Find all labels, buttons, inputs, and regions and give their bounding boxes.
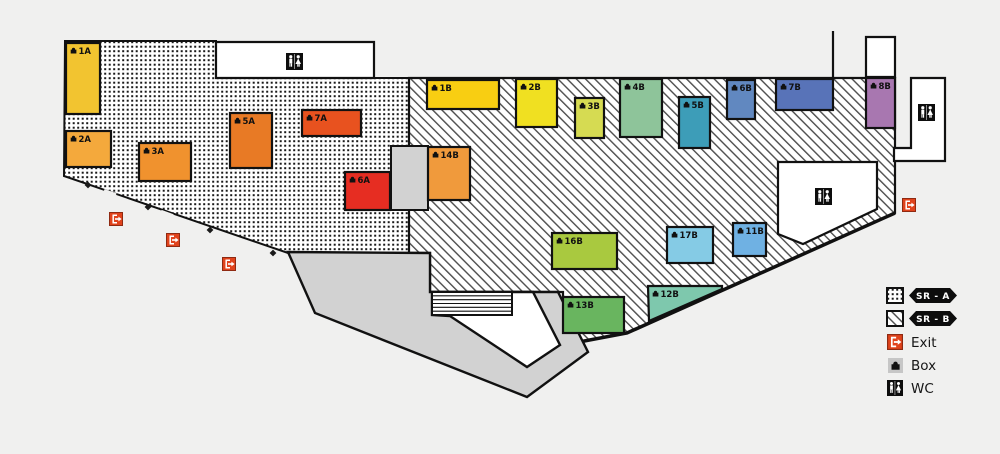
- box-7A[interactable]: 7A: [300, 108, 363, 138]
- box-label-3A: 3A: [152, 147, 165, 157]
- stairs: [431, 291, 513, 316]
- box-label-13B: 13B: [576, 301, 594, 311]
- box-label-14B: 14B: [441, 151, 459, 161]
- box-shape-5A[interactable]: [228, 111, 274, 170]
- door-dot: [269, 249, 277, 257]
- box-1B[interactable]: 1B: [425, 78, 501, 111]
- legend-sr-b-tag-label: SR - B: [916, 315, 950, 325]
- exit-left-3-icon: [222, 257, 236, 271]
- exit-left-2-icon: [166, 233, 180, 247]
- box-label-2A: 2A: [79, 135, 92, 145]
- box-11B[interactable]: 11B: [731, 221, 768, 258]
- box-label-3B: 3B: [588, 102, 600, 112]
- exit-left-1-icon: [109, 212, 123, 226]
- door-dot: [84, 181, 92, 189]
- box-2A[interactable]: 2A: [64, 129, 113, 169]
- box-shape-1B[interactable]: [425, 78, 501, 111]
- box-label-1B: 1B: [440, 84, 452, 94]
- box-shape-13B[interactable]: [561, 295, 626, 335]
- box-5A[interactable]: 5A: [228, 111, 274, 170]
- box-3B[interactable]: 3B: [573, 96, 606, 140]
- wc-icon: [815, 188, 832, 205]
- box-1A[interactable]: 1A: [64, 41, 102, 116]
- box-4B[interactable]: 4B: [618, 77, 664, 139]
- box-label-5B: 5B: [692, 101, 704, 111]
- pillar-block: [390, 145, 429, 211]
- box-8B[interactable]: 8B: [864, 76, 897, 130]
- legend-sr-b-swatch: [886, 310, 904, 327]
- box-label-12B: 12B: [661, 290, 679, 300]
- box-label-5A: 5A: [243, 117, 256, 127]
- box-12B[interactable]: 12B: [646, 284, 724, 323]
- legend-sr-a-tag: [909, 288, 957, 303]
- box-6B[interactable]: 6B: [725, 78, 757, 121]
- box-label-16B: 16B: [565, 237, 583, 247]
- box-label-2B: 2B: [529, 83, 541, 93]
- box-shape-12B[interactable]: [646, 284, 724, 323]
- wc-icon: [918, 104, 935, 121]
- box-16B[interactable]: 16B: [550, 231, 619, 271]
- box-6A[interactable]: 6A: [343, 170, 392, 212]
- box-label-11B: 11B: [746, 227, 764, 237]
- door-gap: [160, 209, 174, 218]
- box-label-1A: 1A: [79, 47, 92, 57]
- box-shape-16B[interactable]: [550, 231, 619, 271]
- legend-exit-icon: [887, 334, 903, 350]
- box-label-4B: 4B: [633, 83, 645, 93]
- door-gap: [103, 188, 117, 197]
- box-14B[interactable]: 14B: [426, 145, 472, 202]
- box-label-17B: 17B: [680, 231, 698, 241]
- box-13B[interactable]: 13B: [561, 295, 626, 335]
- box-shape-11B[interactable]: [731, 221, 768, 258]
- box-shape-1A[interactable]: [64, 41, 102, 116]
- box-label-6B: 6B: [740, 84, 752, 94]
- door-gap: [216, 230, 230, 239]
- box-label-7A: 7A: [315, 114, 328, 124]
- box-label-7B: 7B: [789, 83, 801, 93]
- box-17B[interactable]: 17B: [665, 225, 715, 265]
- box-label-8B: 8B: [879, 82, 891, 92]
- legend-box-label: Box: [911, 358, 936, 374]
- legend-sr-b-tag: [909, 311, 957, 326]
- box-7B[interactable]: 7B: [774, 77, 835, 112]
- box-label-6A: 6A: [358, 176, 371, 186]
- box-3A[interactable]: 3A: [137, 141, 193, 183]
- door-dot: [144, 203, 152, 211]
- wc-icon: [286, 53, 303, 70]
- room-top-right: [864, 35, 897, 79]
- exit-right-icon: [902, 198, 916, 212]
- legend-wc-label: WC: [911, 381, 934, 397]
- box-shape-7B[interactable]: [774, 77, 835, 112]
- legend-exit-label: Exit: [911, 335, 937, 351]
- box-5B[interactable]: 5B: [677, 95, 712, 150]
- building-south-edge: [562, 211, 896, 347]
- legend-sr-a-swatch: [886, 287, 904, 304]
- legend-wc-icon: [887, 380, 903, 396]
- legend-sr-a-tag-label: SR - A: [916, 292, 950, 302]
- door-dot: [206, 226, 214, 234]
- box-shape-6B[interactable]: [725, 78, 757, 121]
- box-shape-7A[interactable]: [300, 108, 363, 138]
- box-2B[interactable]: 2B: [514, 77, 559, 129]
